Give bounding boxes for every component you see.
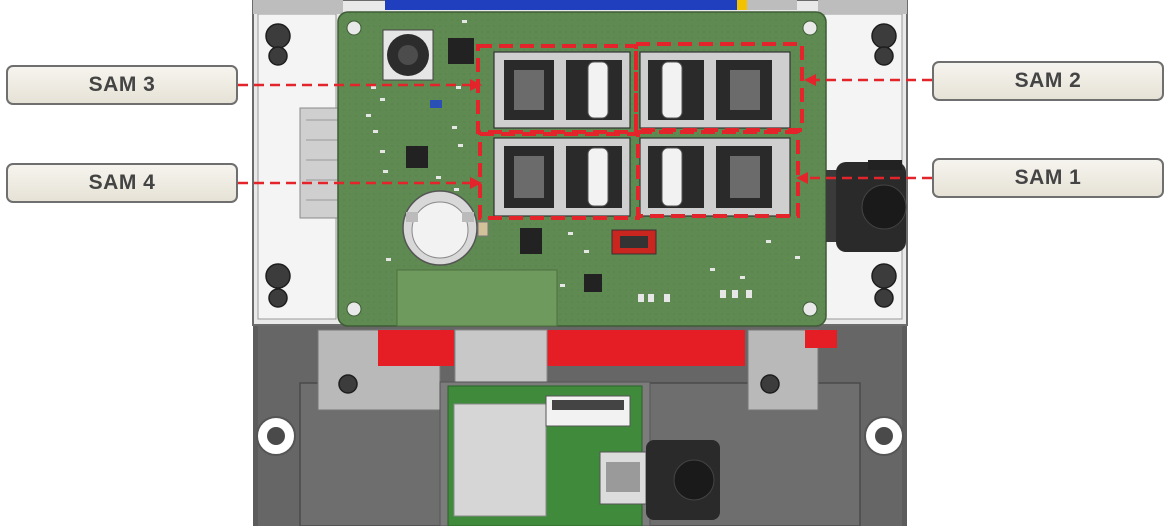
sim-slot-icon <box>493 51 791 217</box>
lower-pcb <box>447 385 720 527</box>
sam4-slot <box>493 137 631 217</box>
coin-cell-icon <box>402 190 489 266</box>
side-connector-left <box>299 107 345 219</box>
label-sam3: SAM 3 <box>6 65 238 105</box>
arrowheads <box>470 74 816 189</box>
callout-boxes <box>476 42 804 220</box>
screw-icon <box>256 23 904 456</box>
sam1-slot <box>639 137 791 217</box>
connector-icon <box>826 160 907 252</box>
sam2-slot <box>639 51 791 129</box>
inductor-icon <box>382 29 434 81</box>
ic-chips <box>406 38 657 292</box>
sam1-highlight <box>636 130 800 218</box>
label-sam4: SAM 4 <box>6 163 238 203</box>
passives <box>366 20 800 302</box>
label-sam2: SAM 2 <box>932 61 1164 101</box>
label-sam1: SAM 1 <box>932 158 1164 198</box>
callout-arrows <box>238 78 932 185</box>
sam3-slot <box>493 51 631 129</box>
